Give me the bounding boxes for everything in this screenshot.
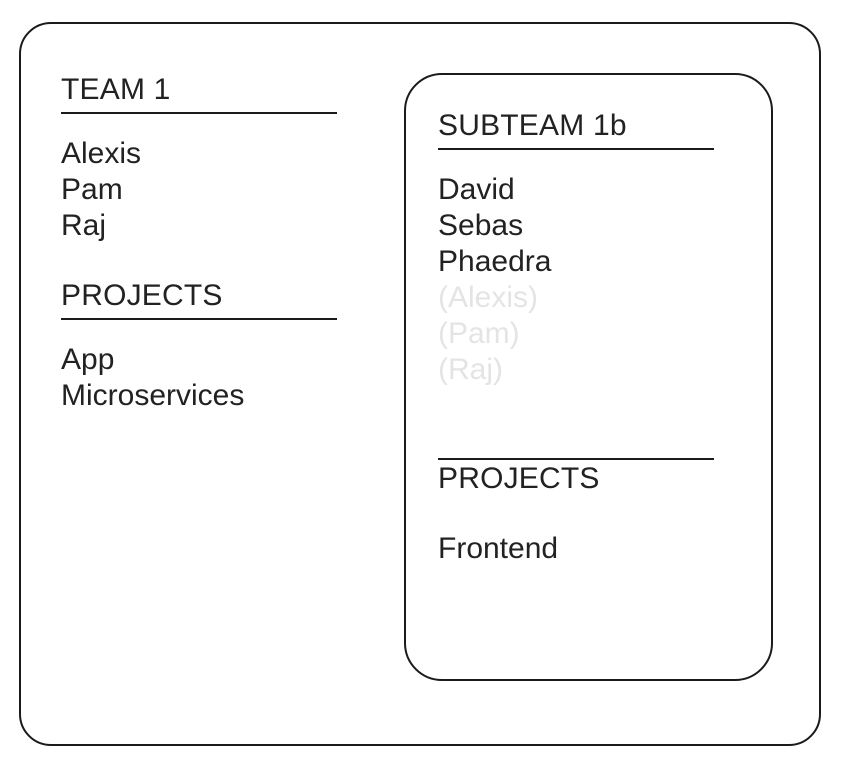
team-container-subteam-1b [404,73,773,681]
subteam-1b-project-list: Frontend [438,531,738,567]
team-1-title: TEAM 1 [61,73,171,106]
spacer [438,150,738,172]
subteam-1b-title: SUBTEAM 1b [438,109,627,142]
subteam-1b-member: Phaedra [438,245,552,278]
team-1-project: App [61,343,115,376]
team-1-panel: TEAM 1 Alexis Pam Raj PROJECTS App Micro… [61,72,361,414]
subteam-1b-panel: SUBTEAM 1b David Sebas Phaedra (Alexis) … [438,108,738,567]
team-container-team-1 [19,22,821,746]
team-1-projects-rule [61,318,337,320]
spacer [61,244,361,278]
team-1-projects-title: PROJECTS [61,279,223,312]
team-1-projects-header: PROJECTS [61,278,361,320]
subteam-1b-inherited-member: (Pam) [438,317,520,350]
subteam-1b-projects-header: PROJECTS [438,458,738,497]
spacer [438,497,738,531]
team-1-title-rule [61,112,337,114]
subteam-1b-member-list: David Sebas Phaedra (Alexis) (Pam) (Raj) [438,172,738,388]
team-1-member-list: Alexis Pam Raj [61,136,361,244]
team-1-member: Alexis [61,137,142,170]
spacer [61,320,361,342]
subteam-1b-header: SUBTEAM 1b [438,108,738,150]
spacer [438,388,738,458]
subteam-1b-inherited-member: (Raj) [438,353,503,386]
team-1-header: TEAM 1 [61,72,361,114]
team-1-project: Microservices [61,379,245,412]
subteam-1b-inherited-member: (Alexis) [438,281,539,314]
subteam-1b-title-rule [438,148,714,150]
subteam-1b-member: Sebas [438,209,524,242]
subteam-1b-project: Frontend [438,532,559,565]
subteam-1b-projects-title: PROJECTS [438,462,600,495]
team-1-project-list: App Microservices [61,342,361,414]
subteam-1b-member: David [438,173,515,206]
team-1-member: Pam [61,173,123,206]
subteam-1b-projects-rule [438,458,714,460]
spacer [61,114,361,136]
team-1-member: Raj [61,209,107,242]
